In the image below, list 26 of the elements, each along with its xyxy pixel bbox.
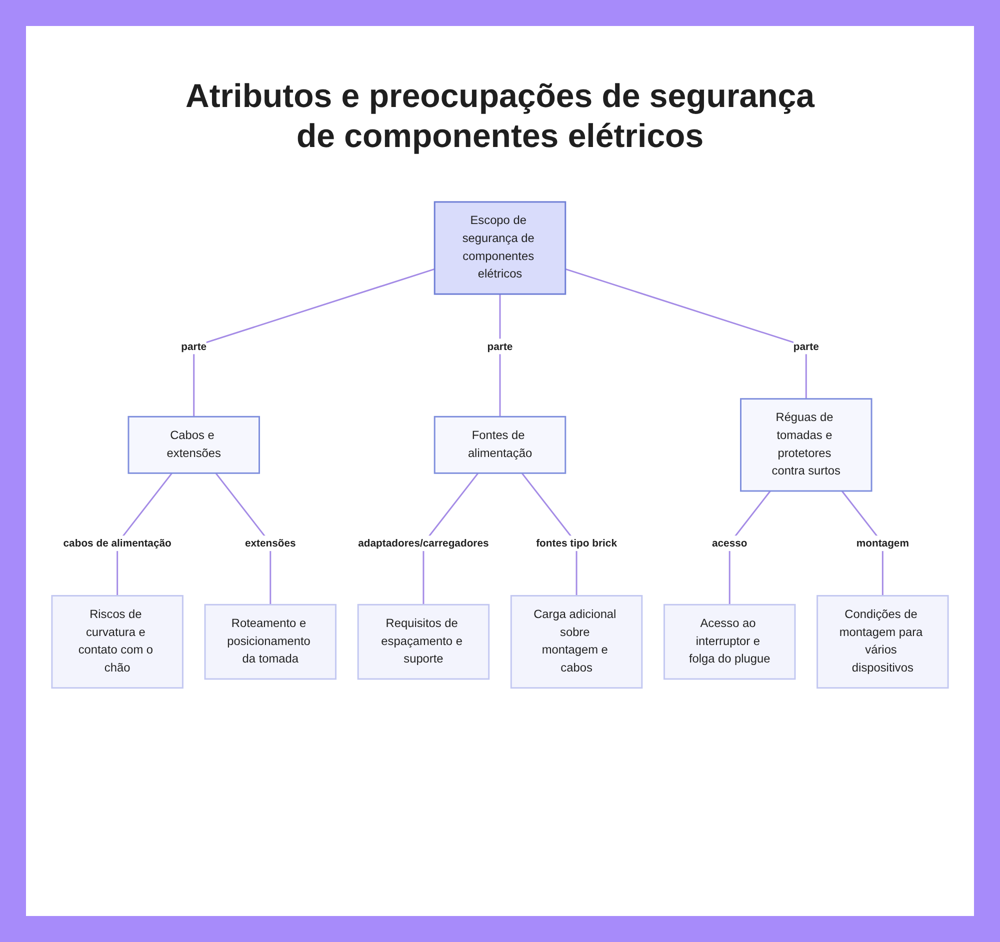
edge-label: cabos de alimentação — [63, 537, 172, 549]
node-box: Réguas de tomadas e protetores contra surtos — [740, 398, 872, 492]
connector — [422, 472, 479, 605]
edge-label: fontes tipo brick — [536, 537, 617, 549]
connector — [215, 472, 272, 605]
node-box: Fontes de alimentação — [434, 416, 566, 474]
edge-label: montagem — [856, 537, 909, 549]
diagram-title: Atributos e preocupações de segurança de componentes elétricos — [184, 76, 816, 156]
node-box: Riscos de curvatura e contato com o chão — [51, 595, 184, 689]
node-box: Carga adicional sobre montagem e cabos — [510, 595, 643, 689]
edge-label: extensões — [244, 537, 296, 549]
edge-label: parte — [181, 340, 207, 352]
node-box: Requisitos de espaçamento e suporte — [357, 604, 490, 680]
connector — [521, 472, 578, 596]
edge-label: adaptadores/carregadores — [358, 537, 489, 549]
node-box: Cabos e extensões — [128, 416, 260, 474]
edge-label: acesso — [712, 537, 748, 549]
node-box: Condições de montagem para vários dispositivos — [816, 595, 949, 689]
connector — [116, 472, 172, 596]
connector — [565, 268, 807, 399]
connector — [193, 268, 435, 417]
node-box: Roteamento e posicionamento da tomada — [204, 604, 337, 680]
edge-label: parte — [487, 340, 513, 352]
node-box: Escopo de segurança de componentes elétricos — [434, 201, 566, 295]
node-box: Acesso ao interruptor e folga do plugue — [663, 604, 796, 680]
edge-label: parte — [793, 340, 819, 352]
